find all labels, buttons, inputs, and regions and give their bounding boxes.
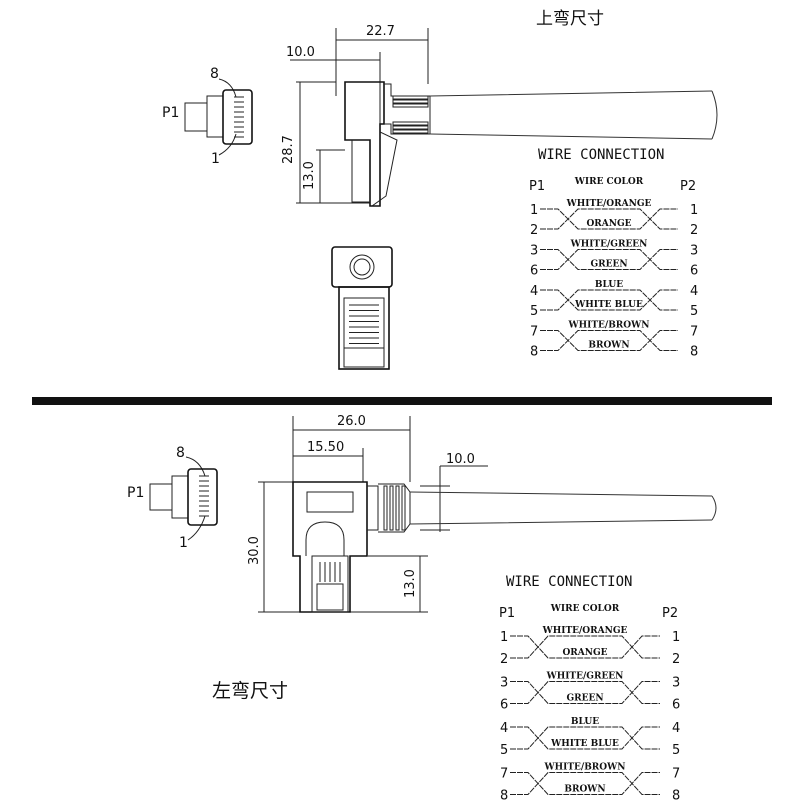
bottom-dim-height: 30.0 — [247, 536, 262, 565]
p2-pin-6: 6 — [690, 264, 698, 279]
wire-pair-3-6: 3 3 6 6 WHITE/GREEN GREEN — [500, 672, 680, 713]
wire-color-label: BLUE — [595, 280, 623, 290]
wire-color-label: WHITE/BROWN — [544, 763, 626, 773]
wire-color-label: WHITE BLUE — [574, 300, 643, 310]
wire-color-label: BROWN — [564, 785, 605, 795]
wire-color-label: GREEN — [590, 260, 627, 270]
wire-pair-1-2: 1 1 2 2 WHITE/ORANGE ORANGE — [500, 626, 680, 667]
wire-table-p1-header: P1 — [499, 606, 515, 621]
bottom-dim-width: 26.0 — [337, 414, 366, 429]
p2-pin-2: 2 — [690, 223, 698, 238]
top-view-title: 上弯尺寸 — [536, 9, 604, 29]
bottom-dim-cable-offset: 10.0 — [446, 452, 475, 467]
top-side-body — [344, 81, 718, 207]
wire-pair-3-6: 3 3 6 6 WHITE/GREEN GREEN — [530, 240, 698, 279]
p2-pin-1: 1 — [690, 203, 698, 218]
top-pin1-label: 1 — [211, 151, 220, 167]
wire-color-label: WHITE/ORANGE — [542, 626, 628, 636]
p2-pin-2: 2 — [672, 652, 680, 667]
p2-pin-4: 4 — [690, 284, 698, 299]
bottom-pin8-label: 8 — [176, 445, 185, 461]
wire-table-bottom: WIRE CONNECTION P1 WIRE COLOR P2 1 1 2 2 WHITE/O… — [499, 574, 680, 800]
top-pin8-label: 8 — [210, 66, 219, 82]
p1-pin-3: 3 — [500, 676, 508, 691]
p2-pin-7: 7 — [690, 325, 698, 340]
wire-pair-1-2: 1 1 2 2 WHITE/ORANGE ORANGE — [530, 199, 698, 238]
wire-pair-4-5: 4 4 5 5 BLUE WHITE BLUE — [500, 717, 680, 758]
wire-color-label: WHITE/GREEN — [570, 240, 648, 250]
top-p1-connector: P1 8 1 — [162, 66, 253, 167]
wire-table-top: WIRE CONNECTION P1 WIRE COLOR P2 1 1 2 2 WHITE/O… — [529, 147, 698, 360]
wire-color-label: WHITE/ORANGE — [566, 199, 652, 209]
top-front-body — [331, 246, 393, 370]
wire-table-color-header: WIRE COLOR — [550, 604, 620, 614]
wire-table-title: WIRE CONNECTION — [506, 574, 632, 590]
bottom-dim-inner-width: 15.50 — [307, 440, 344, 455]
bottom-dimensions: 26.0 15.50 10.0 30.0 13.0 — [247, 414, 488, 613]
section-divider — [32, 397, 772, 405]
wire-color-label: ORANGE — [562, 648, 607, 658]
bottom-p1-label: P1 — [127, 485, 144, 501]
wire-color-label: GREEN — [566, 694, 603, 704]
wire-color-label: WHITE/BROWN — [568, 321, 650, 331]
wire-color-label: BLUE — [571, 717, 599, 727]
top-dimensions: 22.7 10.0 28.7 13.0 — [281, 24, 429, 204]
top-dim-height: 28.7 — [281, 135, 296, 164]
p2-pin-8: 8 — [690, 345, 698, 360]
wire-table-p2-header: P2 — [662, 606, 678, 621]
wire-color-label: WHITE/GREEN — [546, 672, 624, 682]
p1-pin-1: 1 — [530, 203, 538, 218]
wire-pair-4-5: 4 4 5 5 BLUE WHITE BLUE — [530, 280, 698, 319]
p2-pin-7: 7 — [672, 767, 680, 782]
p2-pin-5: 5 — [690, 304, 698, 319]
wire-color-label: BROWN — [588, 341, 629, 351]
wire-table-title: WIRE CONNECTION — [538, 147, 664, 163]
top-p1-label: P1 — [162, 105, 179, 121]
bottom-view-title: 左弯尺寸 — [212, 680, 288, 702]
p1-pin-6: 6 — [530, 264, 538, 279]
p1-pin-8: 8 — [500, 789, 508, 800]
p2-pin-3: 3 — [672, 676, 680, 691]
p1-pin-6: 6 — [500, 698, 508, 713]
p2-pin-6: 6 — [672, 698, 680, 713]
wire-table-color-header: WIRE COLOR — [574, 177, 644, 187]
p2-pin-1: 1 — [672, 630, 680, 645]
p1-pin-5: 5 — [500, 743, 508, 758]
p2-pin-8: 8 — [672, 789, 680, 800]
bottom-pin1-label: 1 — [179, 535, 188, 551]
bottom-dim-plug-height: 13.0 — [403, 569, 418, 598]
p1-pin-4: 4 — [500, 721, 508, 736]
p1-pin-1: 1 — [500, 630, 508, 645]
top-dim-plug-height: 13.0 — [302, 161, 317, 190]
top-dim-width: 22.7 — [366, 24, 395, 39]
p2-pin-5: 5 — [672, 743, 680, 758]
wire-color-label: ORANGE — [586, 219, 631, 229]
wire-table-p2-header: P2 — [680, 179, 696, 194]
wire-color-label: WHITE BLUE — [550, 739, 619, 749]
bottom-side-body — [292, 481, 717, 613]
wire-pair-7-8: 7 7 8 8 WHITE/BROWN BROWN — [530, 321, 698, 360]
p1-pin-7: 7 — [500, 767, 508, 782]
p1-pin-2: 2 — [500, 652, 508, 667]
p1-pin-7: 7 — [530, 325, 538, 340]
p1-pin-5: 5 — [530, 304, 538, 319]
p1-pin-8: 8 — [530, 345, 538, 360]
p1-pin-2: 2 — [530, 223, 538, 238]
p2-pin-4: 4 — [672, 721, 680, 736]
wire-table-p1-header: P1 — [529, 179, 545, 194]
wire-pair-7-8: 7 7 8 8 WHITE/BROWN BROWN — [500, 763, 680, 800]
p1-pin-3: 3 — [530, 244, 538, 259]
p1-pin-4: 4 — [530, 284, 538, 299]
top-dim-offset: 10.0 — [286, 45, 315, 60]
p2-pin-3: 3 — [690, 244, 698, 259]
bottom-p1-connector: P1 8 1 — [127, 445, 218, 551]
